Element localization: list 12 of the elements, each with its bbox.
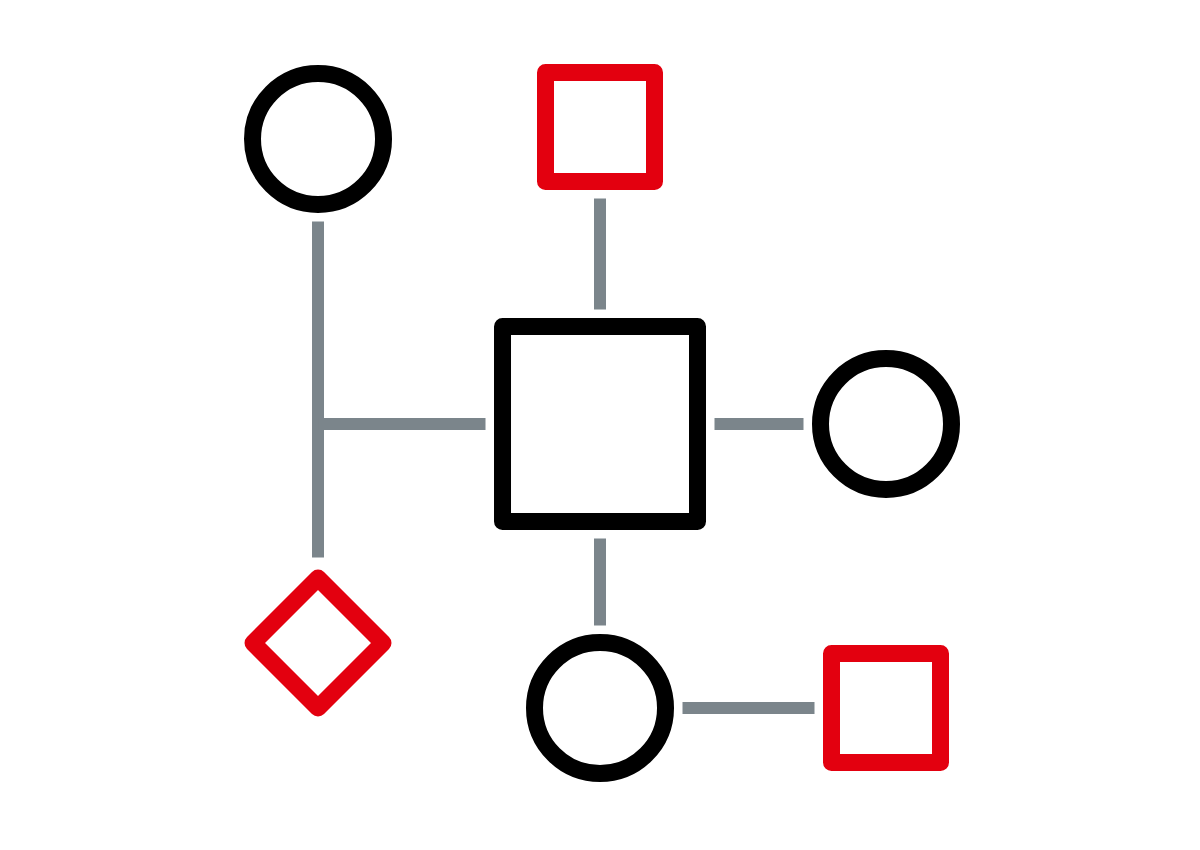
circle-node <box>812 350 960 498</box>
square-node <box>494 318 706 530</box>
circle-node <box>526 633 674 782</box>
square-node <box>823 645 949 771</box>
square-node <box>537 64 663 190</box>
connector-line <box>312 221 486 558</box>
connector-line <box>594 198 606 310</box>
connector-line <box>714 418 804 430</box>
connector-line <box>682 701 815 714</box>
connector-line <box>594 538 606 626</box>
diamond-node <box>244 569 392 717</box>
circle-node <box>244 65 392 213</box>
